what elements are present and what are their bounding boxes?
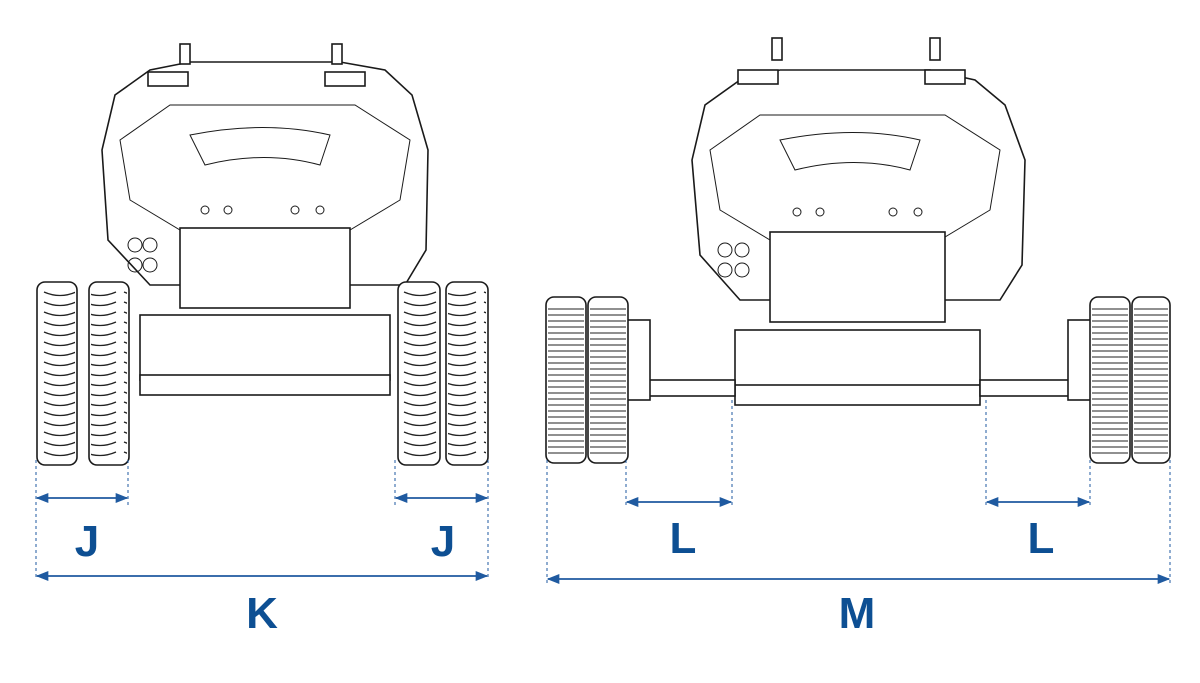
label-j-right: J [431, 517, 455, 566]
label-j-left: J [75, 517, 99, 566]
machine-wide-track [545, 37, 1171, 464]
wheel [587, 296, 629, 464]
machine-narrow-track [36, 43, 489, 466]
wheel [88, 281, 130, 466]
wheel [1089, 296, 1131, 464]
label-k: K [246, 589, 278, 638]
wheel [397, 281, 441, 466]
label-l-left: L [670, 514, 697, 563]
wheel [445, 281, 489, 466]
label-m: M [839, 589, 876, 638]
dimensions-left: J J K [35, 460, 489, 638]
wheel [1131, 296, 1171, 464]
wheel [36, 281, 78, 466]
wheel [545, 296, 587, 464]
dimensions-right: L L M [546, 400, 1171, 638]
label-l-right: L [1028, 514, 1055, 563]
